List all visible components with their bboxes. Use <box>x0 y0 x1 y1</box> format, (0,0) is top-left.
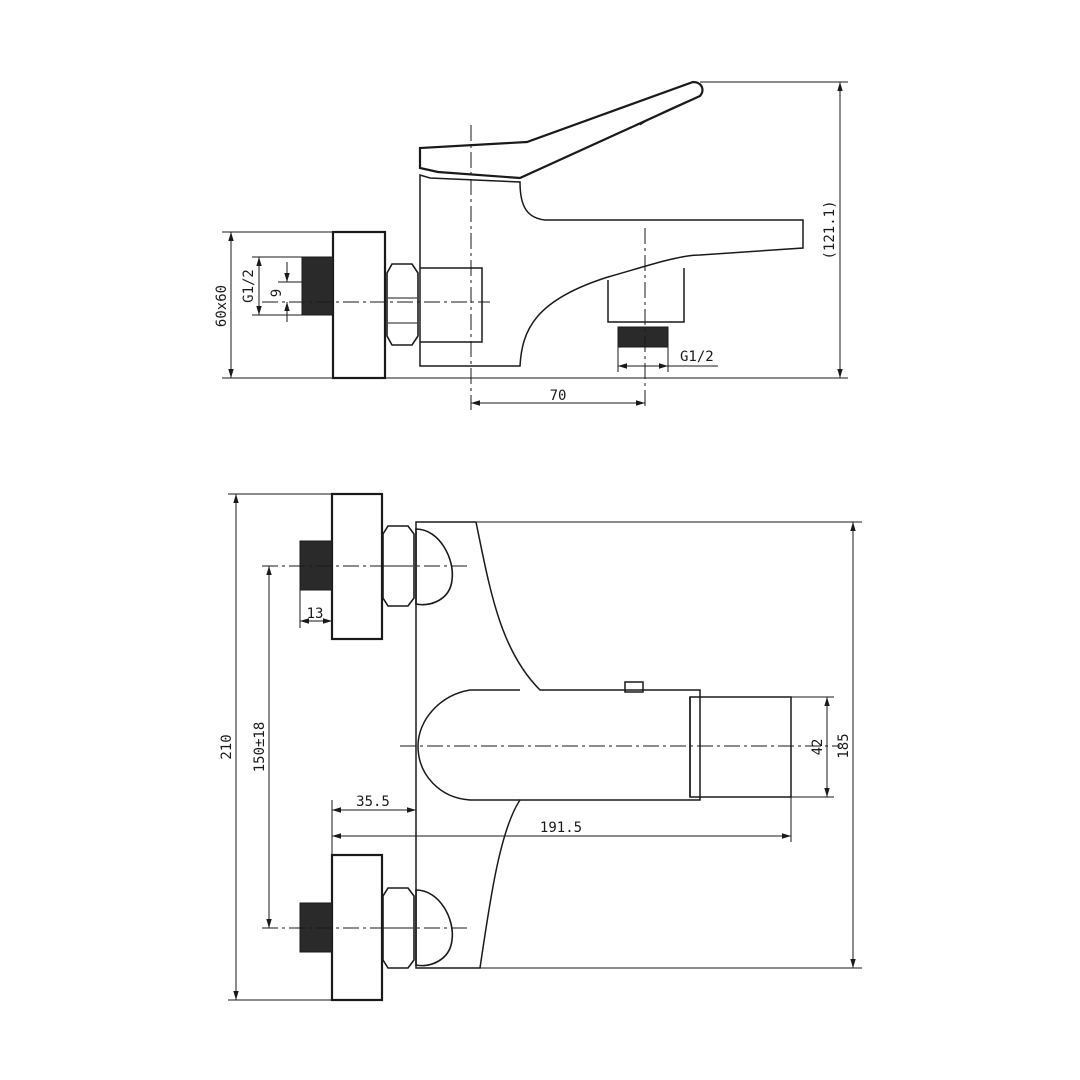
dim-inlet-spacing-label: 150±18 <box>252 722 268 773</box>
top-handle <box>417 689 520 801</box>
dim-spout-distance-label: 70 <box>550 388 567 404</box>
top-spout <box>689 696 792 798</box>
dim-spout-width-label: 42 <box>810 739 826 756</box>
side-hex-nut <box>386 263 419 346</box>
side-mixer-body <box>419 173 804 367</box>
side-view: 60x60 G1/2 9 (121.1) 70 G1/2 <box>214 80 848 410</box>
side-wall-flange <box>331 230 387 380</box>
dim-outlet-thread-label: G1/2 <box>680 349 714 365</box>
dim-height-label: 60x60 <box>214 285 230 327</box>
top-small-knob <box>624 681 644 693</box>
dim-wall-offset-label: 35.5 <box>356 794 390 810</box>
dim-offset-label: 9 <box>269 289 285 297</box>
dim-nipple-length-label: 13 <box>307 606 324 622</box>
side-spout-outlet <box>607 268 685 323</box>
dim-inlet-thread-label: G1/2 <box>241 269 257 303</box>
dim-overall-height-label: (121.1) <box>822 200 838 259</box>
side-inlet-thread <box>301 256 334 316</box>
dim-body-depth-label: 185 <box>836 733 852 758</box>
dim-depth-label: 210 <box>219 734 235 759</box>
top-view: 210 150±18 13 35.5 191.5 42 185 <box>219 492 862 1002</box>
top-cap-upper <box>415 528 454 606</box>
side-outlet-thread <box>617 326 669 348</box>
side-handle-lever <box>418 80 704 180</box>
top-mixer-body <box>415 521 701 969</box>
dim-body-length-label: 191.5 <box>540 820 582 836</box>
